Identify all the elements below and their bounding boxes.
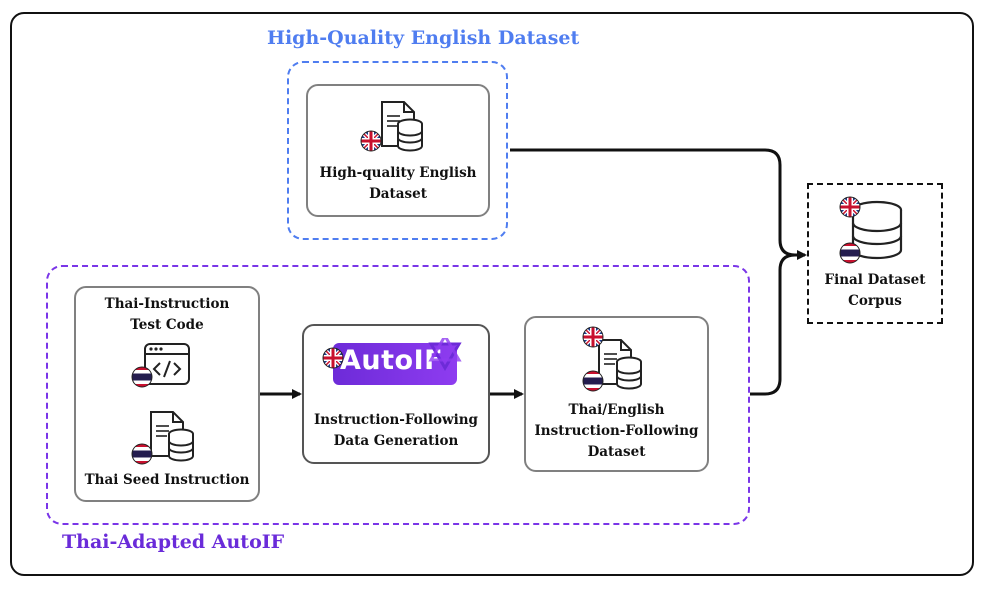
english-group-title: High-Quality English Dataset xyxy=(267,27,580,49)
thai-flag-icon xyxy=(131,443,153,465)
generation-label-line2: Data Generation xyxy=(333,433,459,449)
english-dataset-label-line1: High-quality English xyxy=(319,165,477,181)
arrow-english-to-final xyxy=(510,148,807,260)
english-group-container xyxy=(287,61,508,240)
generation-label-line1: Instruction-Following xyxy=(313,412,479,428)
thai-group-container xyxy=(46,265,750,525)
bilingual-dataset-label: Thai/English Instruction-Following Datas… xyxy=(524,400,709,463)
english-dataset-label-line2: Dataset xyxy=(369,186,427,202)
bilingual-label-line2: Instruction-Following xyxy=(534,423,699,439)
uk-flag-icon xyxy=(322,347,344,369)
generation-label: Instruction-Following Data Generation xyxy=(302,410,490,452)
document-database-icon xyxy=(598,339,642,390)
uk-flag-icon xyxy=(582,326,604,348)
thai-input-box xyxy=(74,286,260,502)
final-corpus-line2: Corpus xyxy=(848,293,902,309)
sparkle-logo-icon xyxy=(428,338,462,371)
thai-flag-icon xyxy=(131,366,153,388)
uk-flag-icon xyxy=(360,130,382,152)
bilingual-label-line1: Thai/English xyxy=(568,402,665,418)
arrow-bilingual-to-final xyxy=(750,253,796,396)
code-window-icon xyxy=(144,343,190,385)
bilingual-label-line3: Dataset xyxy=(587,444,646,460)
document-database-icon xyxy=(381,101,423,152)
thai-group-title: Thai-Adapted AutoIF xyxy=(62,531,285,553)
thai-test-code-line1: Thai-Instruction xyxy=(104,296,230,312)
final-corpus-line1: Final Dataset xyxy=(824,272,926,288)
english-dataset-label: High-quality English Dataset xyxy=(306,163,490,205)
thai-seed-label: Thai Seed Instruction xyxy=(84,472,250,488)
database-icon xyxy=(851,200,903,260)
thai-test-code-line2: Test Code xyxy=(130,317,204,333)
thai-flag-icon xyxy=(839,242,861,264)
uk-flag-icon xyxy=(839,196,861,218)
outer-frame xyxy=(10,12,974,576)
document-database-icon xyxy=(150,411,194,462)
autoif-logo-text: AutoIF xyxy=(340,345,444,376)
thai-flag-icon xyxy=(582,370,604,392)
final-corpus-label: Final Dataset Corpus xyxy=(807,270,943,312)
thai-test-code-label: Thai-Instruction Test Code xyxy=(74,294,260,336)
